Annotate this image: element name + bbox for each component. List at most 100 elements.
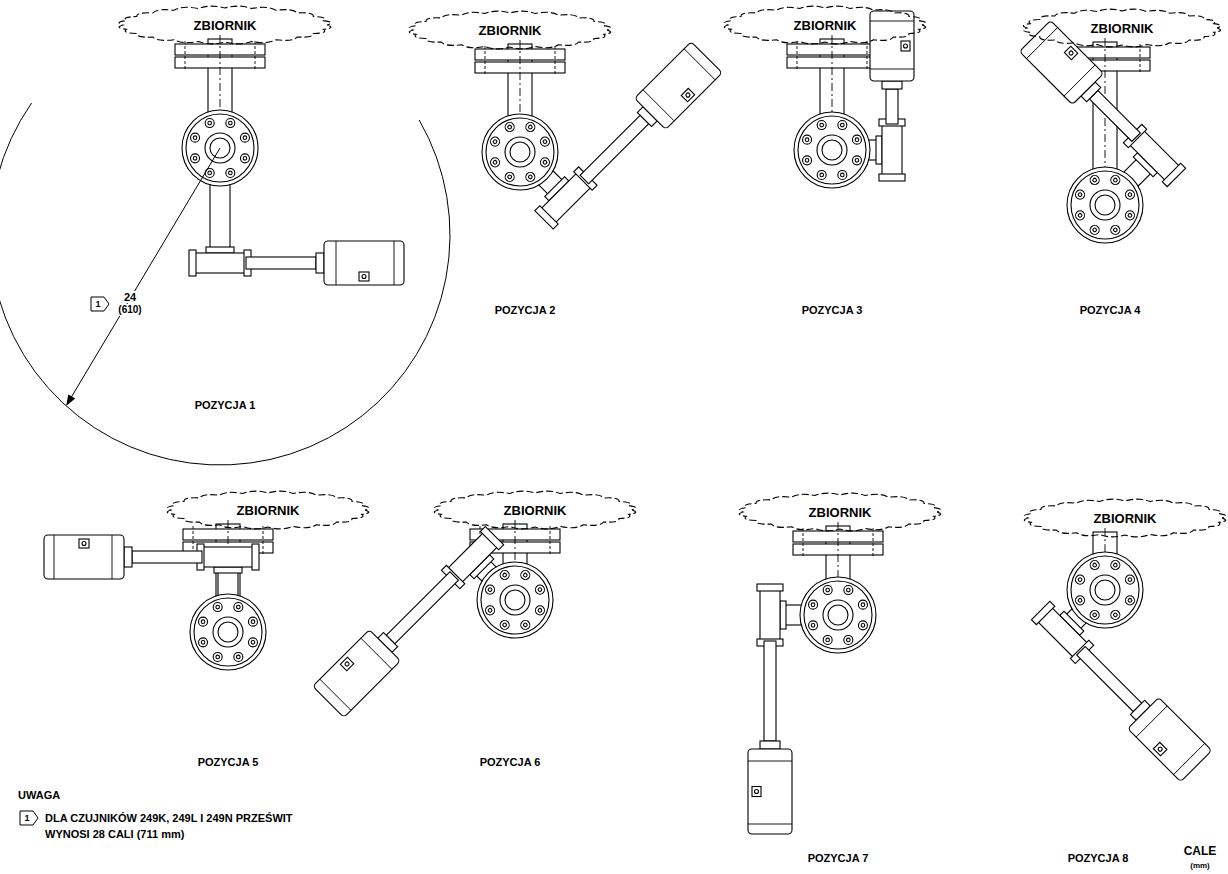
flange-rim	[804, 581, 872, 649]
flange-bolt	[534, 604, 547, 617]
bolt-center	[1113, 563, 1118, 568]
flange-bolt	[191, 154, 200, 163]
bolt-center	[805, 159, 809, 163]
callout-number: 1	[24, 813, 29, 823]
plate-screw	[82, 542, 86, 546]
flange-bolt	[189, 250, 196, 276]
flange-bolt	[213, 652, 222, 661]
bolt-center	[1113, 178, 1118, 183]
flange-bolt	[1031, 601, 1054, 624]
tube-collar	[124, 547, 132, 567]
bolt-center	[243, 157, 247, 161]
flange-bore-inner	[218, 622, 238, 642]
cage-boss	[206, 247, 234, 253]
round-flange	[1051, 536, 1158, 643]
name-plate	[79, 539, 89, 548]
tank-outline-path	[434, 491, 635, 529]
head-seam	[112, 535, 113, 579]
tank-outline-path	[1023, 9, 1220, 47]
bolt-center	[861, 603, 865, 607]
bolt-center	[216, 655, 220, 659]
round-flange	[461, 546, 568, 653]
tank-outline-box: ZBIORNIK	[1025, 498, 1225, 538]
bolt-center	[1127, 598, 1132, 603]
position-caption: POZYCJA 2	[495, 304, 556, 317]
flange-bore	[213, 617, 243, 647]
bolt-center	[1092, 227, 1097, 232]
position-caption: POZYCJA 4	[1080, 304, 1141, 317]
tank-outline-box: ZBIORNIK	[1024, 8, 1220, 48]
tank-outline-path	[1024, 499, 1225, 537]
flange-bolt	[534, 583, 547, 596]
bolt-center	[826, 638, 830, 642]
flange-bolt	[1124, 594, 1137, 607]
vessel-label: ZBIORNIK	[410, 23, 610, 38]
head-seam	[870, 69, 914, 70]
bolt-center	[507, 125, 512, 130]
bolt-line	[185, 41, 186, 71]
flange-bolt	[1074, 573, 1087, 586]
bolt-center	[1092, 563, 1097, 568]
tank-outline-box: ZBIORNIK	[725, 5, 925, 45]
flange-bolt	[803, 156, 812, 165]
tank-outline-box: ZBIORNIK	[168, 490, 368, 530]
tube-collar	[760, 741, 780, 749]
round-flange	[794, 112, 870, 188]
flange-bore-inner	[1091, 576, 1119, 604]
bolt-center	[502, 622, 507, 627]
flange-bore	[823, 600, 853, 630]
flange-bolt	[1124, 209, 1137, 222]
cage-boss	[214, 567, 242, 573]
head-cover	[1174, 743, 1205, 774]
bolt-center	[507, 174, 512, 179]
bolt-line	[263, 526, 264, 556]
bolt-center	[488, 587, 493, 592]
head-seam	[748, 761, 792, 762]
round-flange	[190, 594, 266, 670]
position-caption: POZYCJA 5	[198, 756, 259, 769]
flange-bolt	[539, 156, 552, 169]
tank-outline-box: ZBIORNIK	[435, 490, 635, 530]
position-caption: POZYCJA 8	[1068, 852, 1129, 865]
flange-bolt	[1109, 609, 1122, 622]
torque-tube	[132, 551, 202, 563]
flange-bolt	[199, 638, 208, 647]
flange-bolt	[213, 603, 222, 612]
plate-screw	[362, 275, 366, 279]
position-caption: POZYCJA 1	[195, 399, 256, 412]
bolt-center	[1078, 192, 1083, 197]
flange-rim	[472, 104, 568, 200]
clearance-circle	[0, 103, 450, 465]
bolt-center	[1078, 213, 1083, 218]
bolt-line	[485, 46, 486, 76]
bolt-line	[873, 528, 874, 558]
bolt-center	[542, 160, 547, 165]
vessel-label: ZBIORNIK	[1025, 511, 1225, 526]
flange-bolt	[248, 638, 257, 647]
flange-bore	[1084, 184, 1126, 226]
dimension-line	[71, 148, 220, 398]
flange-bolt	[519, 619, 532, 632]
head-seam	[643, 90, 674, 121]
bolt-center	[229, 171, 233, 175]
instrument-head	[1128, 697, 1212, 781]
flange-bolt	[1124, 573, 1137, 586]
name-plate	[1153, 742, 1166, 755]
bolt-center	[229, 121, 233, 125]
name-plate	[359, 272, 369, 281]
bolt-center	[523, 622, 528, 627]
bolt-center	[237, 605, 241, 609]
flange-bolt	[838, 170, 847, 179]
flange-bolt	[844, 586, 853, 595]
sensor-assembly	[182, 110, 404, 285]
head-cover	[684, 49, 715, 80]
bolt-center	[826, 588, 830, 592]
flange-bolt	[1109, 559, 1122, 572]
flange-bolt	[879, 174, 905, 181]
flange-bolt	[757, 584, 783, 591]
flange-bolt	[248, 617, 257, 626]
round-flange	[1051, 151, 1158, 258]
bolt-center	[820, 123, 824, 127]
sensor-assembly	[1020, 536, 1228, 781]
